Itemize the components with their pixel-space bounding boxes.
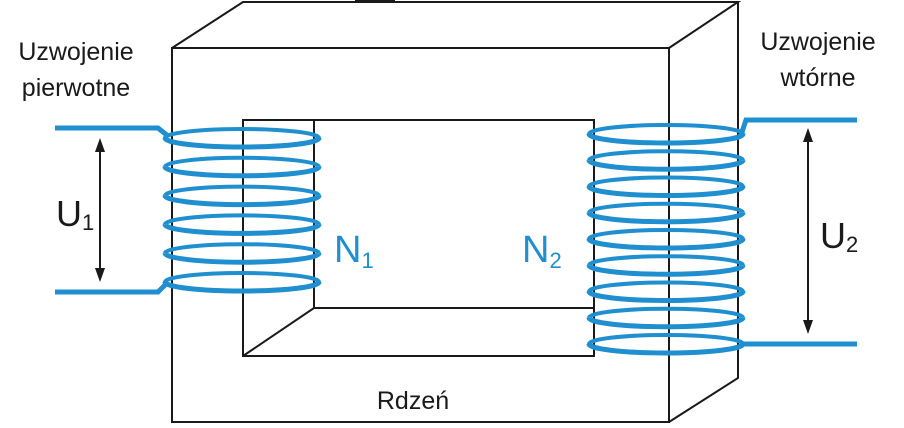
core-top-face xyxy=(171,0,742,49)
secondary-coil-turn-7-back xyxy=(587,280,745,293)
primary-input-wire-top xyxy=(55,125,170,138)
u1-label: U1 xyxy=(56,193,94,235)
secondary-coil-turn-3-front xyxy=(586,185,746,198)
core-label: Rdzeń xyxy=(377,387,449,415)
primary-coil-turn-3-back xyxy=(163,184,321,197)
primary-coil xyxy=(162,127,322,294)
secondary-coil-turn-4-back xyxy=(587,201,745,214)
secondary-winding xyxy=(586,117,857,356)
core-top-notch xyxy=(355,0,395,3)
secondary-coil-turn-9-back xyxy=(587,333,745,345)
primary-coil-turn-6-back xyxy=(163,271,321,283)
secondary-coil-turn-9-front xyxy=(586,342,746,356)
primary-coil-turn-4-front xyxy=(162,223,322,236)
primary-winding-label-line1: Uzwojenie xyxy=(18,38,133,66)
secondary-coil-turn-4-front xyxy=(586,211,746,225)
voltage-arrow-u1 xyxy=(95,138,105,282)
primary-coil-turn-5-front xyxy=(162,252,322,265)
primary-winding xyxy=(55,125,322,295)
secondary-coil-turn-5-back xyxy=(587,228,745,240)
transformer-core xyxy=(171,0,742,423)
primary-coil-turn-2-back xyxy=(163,155,321,168)
secondary-coil-turn-8-front xyxy=(586,316,746,330)
secondary-coil-turn-7-front xyxy=(586,290,746,303)
secondary-coil-turn-2-back xyxy=(587,149,745,161)
secondary-coil-turn-6-back xyxy=(587,254,745,266)
secondary-coil-turn-5-front xyxy=(586,237,746,251)
secondary-coil-turn-1-back xyxy=(587,123,745,135)
u2-label: U2 xyxy=(820,215,858,257)
voltage-arrow-u2 xyxy=(803,128,813,334)
n1-label: N1 xyxy=(334,229,374,273)
primary-coil-turn-1-front xyxy=(162,136,322,150)
n2-label: N2 xyxy=(522,229,562,273)
secondary-coil-turn-3-back xyxy=(587,175,745,188)
core-front-face xyxy=(171,47,670,423)
secondary-coil-turn-1-front xyxy=(586,132,746,146)
core-window-depth xyxy=(242,307,594,357)
secondary-winding-label-line1: Uzwojenie xyxy=(760,28,875,56)
core-right-face xyxy=(668,2,739,423)
primary-coil-turn-6-front xyxy=(162,280,322,294)
n1-subscript: 1 xyxy=(361,248,373,273)
secondary-coil-turn-8-back xyxy=(587,306,745,319)
secondary-coil-turn-2-front xyxy=(586,159,746,172)
primary-coil-turn-5-back xyxy=(163,242,321,254)
primary-coil-turn-3-front xyxy=(162,194,322,208)
secondary-coil xyxy=(586,123,746,356)
secondary-coil-turn-6-front xyxy=(586,264,746,277)
primary-winding-label-line2: pierwotne xyxy=(22,74,130,102)
primary-input-wire-bottom xyxy=(55,282,168,295)
core-window xyxy=(242,119,595,357)
u1-subscript: 1 xyxy=(82,210,94,235)
secondary-winding-label-line2: wtórne xyxy=(779,64,855,92)
primary-coil-turn-4-back xyxy=(163,213,321,226)
u2-subscript: 2 xyxy=(846,232,858,257)
primary-coil-turn-1-back xyxy=(163,127,321,139)
secondary-output-wire-top xyxy=(738,117,857,136)
n2-subscript: 2 xyxy=(549,248,561,273)
primary-coil-turn-2-front xyxy=(162,165,322,179)
